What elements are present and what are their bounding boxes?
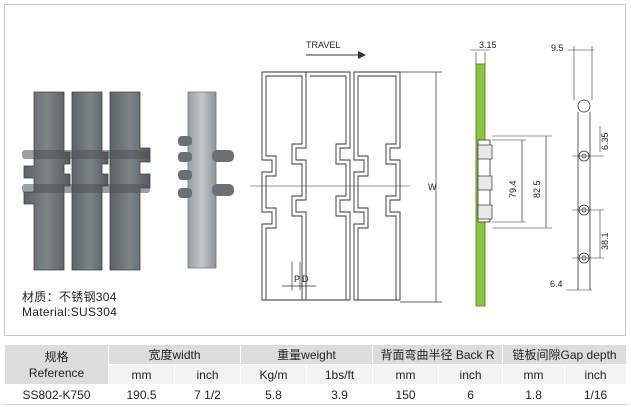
unit-cell: Kg/m	[240, 364, 308, 385]
dim-38-1: 38.1	[600, 232, 610, 250]
spec-table: 规格 Reference 宽度width 重量weight 背面弯曲半径 Bac…	[4, 344, 628, 405]
unit-cell: 1bs/ft	[306, 364, 374, 385]
value-cell: SS802-K750	[4, 384, 109, 405]
line-drawing-top	[250, 71, 410, 301]
value-cell: 1.8	[502, 384, 566, 405]
pitch-dimension	[282, 262, 316, 290]
chain-photo-top	[22, 91, 151, 271]
group-back-r: 背面弯曲半径 Back R	[372, 344, 504, 365]
value-cell: 5.8	[240, 384, 308, 405]
chain-photo-side	[178, 91, 234, 269]
dim-6-4: 6.4	[550, 279, 563, 289]
ref-cn: 规格	[44, 349, 69, 364]
d-label: D	[302, 274, 309, 284]
pitch-label: P	[294, 274, 300, 284]
travel-arrow	[306, 51, 366, 59]
dim-3-15: 3.15	[479, 40, 497, 50]
material-en: Material:SUS304	[22, 305, 118, 319]
value-cell: 3.9	[306, 384, 374, 405]
value-cell: 6	[438, 384, 504, 405]
group-weight: 重量weight	[240, 344, 374, 365]
dim-79-4: 79.4	[508, 180, 518, 198]
back-flex-profile	[566, 46, 604, 291]
material-note: 材质：不锈钢304 Material:SUS304	[22, 290, 117, 320]
technical-drawing: W TRAVEL P D	[22, 40, 610, 307]
value-cell: 7 1/2	[173, 384, 242, 405]
group-gap-depth: 链板间隙Gap depth	[502, 344, 628, 365]
dim-82-5: 82.5	[532, 180, 542, 198]
travel-label: TRAVEL	[306, 40, 340, 50]
unit-cell: inch	[173, 364, 242, 385]
ref-en: Reference	[28, 365, 85, 380]
spec-header-row: 规格 Reference 宽度width 重量weight 背面弯曲半径 Bac…	[4, 344, 628, 385]
ref-header: 规格 Reference	[4, 344, 109, 385]
value-cell: 190.5	[108, 384, 175, 405]
unit-cell: mm	[108, 364, 175, 385]
dim-6-35: 6.35	[600, 132, 610, 150]
unit-cell: mm	[372, 364, 440, 385]
table-row: SS802-K750 190.5 7 1/2 5.8 3.9 150 6 1.8…	[4, 384, 628, 405]
width-dimension	[400, 71, 442, 303]
value-cell: 1/16	[564, 384, 628, 405]
width-label: W	[428, 182, 437, 192]
side-section	[470, 49, 552, 307]
unit-cell: mm	[502, 364, 566, 385]
unit-cell: inch	[438, 364, 504, 385]
dim-9-5: 9.5	[551, 43, 564, 53]
unit-cell: inch	[564, 364, 628, 385]
value-cell: 150	[372, 384, 440, 405]
material-cn: 材质：不锈钢304	[22, 290, 117, 304]
spec-unit-row: mm inch Kg/m 1bs/ft mm inch mm inch	[5, 364, 628, 385]
group-width: 宽度width	[107, 344, 242, 365]
drawing-frame	[4, 4, 626, 336]
